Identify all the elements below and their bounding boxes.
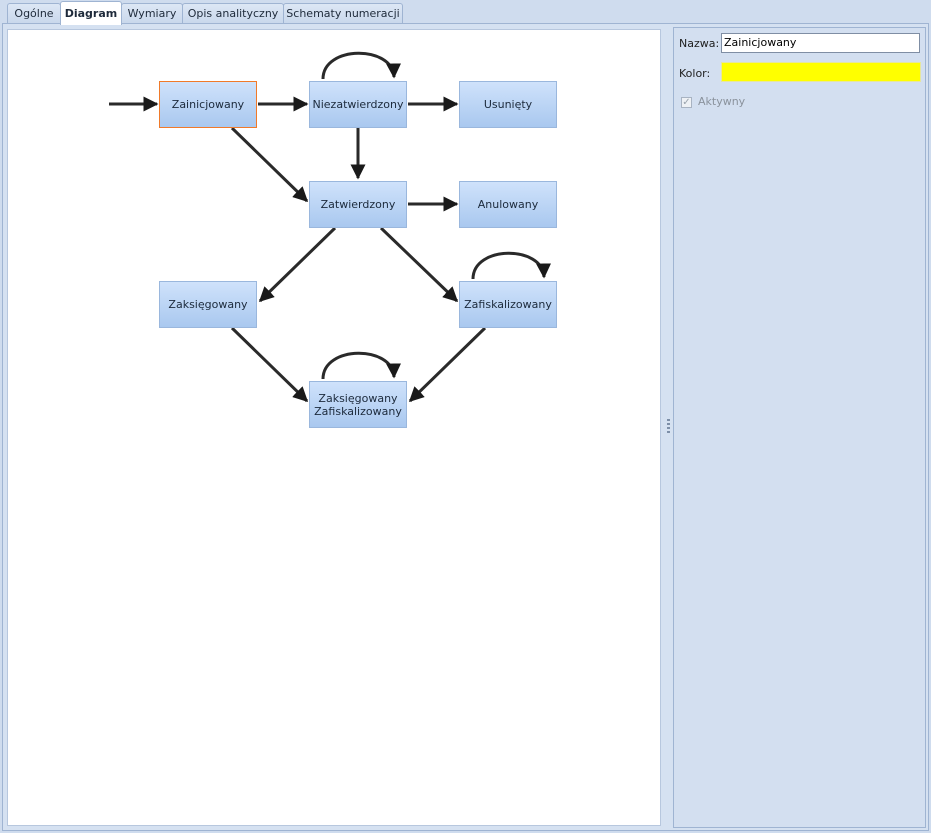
color-field[interactable]	[721, 62, 921, 82]
splitter-handle[interactable]	[667, 419, 670, 435]
node-usuniety[interactable]: Usunięty	[459, 81, 557, 128]
arrow-zatwierdzony-zafiskalizowany	[379, 226, 459, 303]
color-label: Kolor:	[679, 67, 711, 80]
loop-arrow-niezatwierdzony	[321, 51, 402, 80]
properties-panel: Nazwa: Zainicjowany Kolor: ✓ Aktywny	[673, 27, 926, 828]
arrow-zafiskalizowany-zaksiegowany-zafiskalizowany	[408, 326, 487, 403]
node-anulowany[interactable]: Anulowany	[459, 181, 557, 228]
node-niezatwierdzony[interactable]: Niezatwierdzony	[309, 81, 407, 128]
node-zainicjowany[interactable]: Zainicjowany	[159, 81, 257, 128]
tab-schematy-numeracji[interactable]: Schematy numeracji	[283, 3, 403, 23]
tab-ogolne[interactable]: Ogólne	[7, 3, 61, 23]
arrow-zatwierdzony-zaksiegowany	[258, 226, 337, 303]
arrow-zaksiegowany-zaksiegowany-zafiskalizowany	[230, 326, 309, 403]
tab-opis-analityczny[interactable]: Opis analityczny	[182, 3, 284, 23]
active-checkbox: ✓	[681, 97, 692, 108]
tab-diagram[interactable]: Diagram	[60, 1, 122, 25]
node-zaksiegowany-zafiskalizowany[interactable]: Zaksięgowany Zafiskalizowany	[309, 381, 407, 428]
tab-wymiary[interactable]: Wymiary	[121, 3, 183, 23]
name-label: Nazwa:	[679, 37, 720, 50]
transition-arrows	[109, 51, 552, 403]
node-zaksiegowany[interactable]: Zaksięgowany	[159, 281, 257, 328]
loop-arrow-zaksiegowany-zafiskalizowany	[321, 351, 402, 380]
tab-bar: Ogólne Diagram Wymiary Opis analityczny …	[0, 0, 931, 25]
node-zafiskalizowany[interactable]: Zafiskalizowany	[459, 281, 557, 328]
name-field[interactable]: Zainicjowany	[721, 33, 920, 53]
diagram-canvas[interactable]: Zainicjowany Niezatwierdzony Usunięty Za…	[7, 29, 661, 826]
loop-arrow-zafiskalizowany	[471, 251, 552, 280]
node-zatwierdzony[interactable]: Zatwierdzony	[309, 181, 407, 228]
active-label: Aktywny	[698, 95, 746, 108]
arrow-zainicjowany-zatwierdzony	[230, 126, 309, 203]
